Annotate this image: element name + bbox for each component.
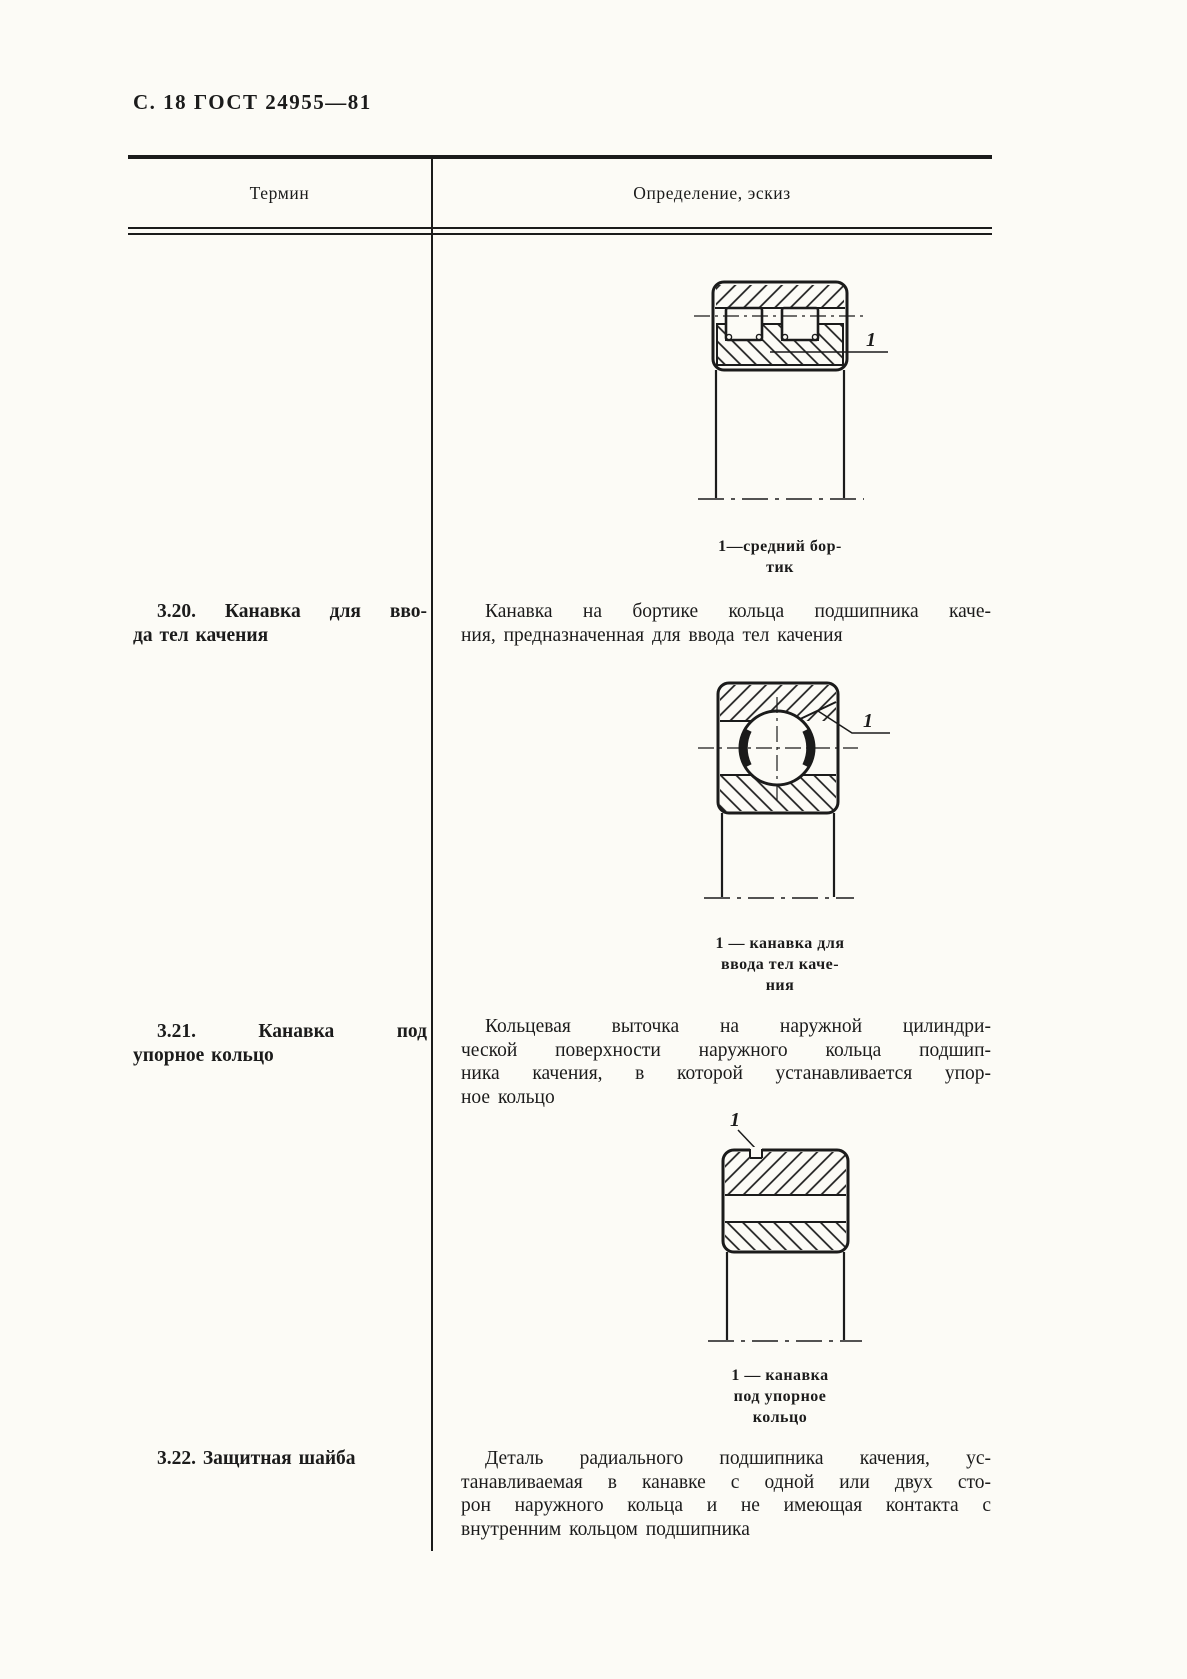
figure3-caption-line: 1 — канавка	[731, 1367, 829, 1384]
definition-3-21-line: Кольцевая выточка на наружной цилиндри-	[485, 1016, 991, 1037]
outer-ring-hatch	[725, 1152, 846, 1195]
term-3-20-line: да тел качения	[133, 625, 269, 646]
figure3-callout: 1	[730, 1109, 740, 1131]
column-header-term: Термин	[249, 183, 310, 203]
definition-3-20-line: ния, предназначенная для ввода тел качен…	[461, 624, 843, 646]
leader-line	[817, 710, 890, 734]
header-separator-line-2	[128, 233, 992, 235]
definition-3-20: Канавка на бортике кольца подшипника кач…	[461, 600, 991, 647]
term-3-21: 3.21. Канавка под упорное кольцо	[133, 1020, 427, 1068]
term-3-20: 3.20. Канавка для вво- да тел качения	[133, 600, 427, 648]
figure1-callout: 1	[866, 329, 876, 351]
ball-bearing-drawing: 1	[698, 681, 890, 899]
definition-3-20-line: Канавка на бортике кольца подшипника кач…	[485, 601, 991, 622]
figure2-caption-line: 1 — канавка для	[715, 935, 845, 952]
definition-3-22-line: внутренним кольцом подшипника	[461, 1518, 750, 1540]
figure-ball-bearing-sketch: 1	[660, 675, 910, 915]
outer-ring-hatch	[716, 285, 844, 308]
table-top-border	[128, 155, 992, 159]
column-divider	[431, 155, 433, 1551]
filling-slot-edge	[795, 701, 837, 722]
definition-3-21-line: ника качения, в которой устанавливается …	[461, 1063, 991, 1084]
term-3-22: 3.22. Защитная шайба	[133, 1447, 427, 1471]
figure2-caption-line: ния	[765, 977, 795, 994]
definition-3-21-line: ное кольцо	[461, 1086, 555, 1108]
race-contact-right	[802, 728, 815, 768]
definition-3-22-line: танавливаемая в канавке с одной или двух…	[461, 1471, 991, 1493]
figure3-caption-line: кольцо	[752, 1409, 808, 1426]
term-3-21-line: упорное кольцо	[133, 1045, 274, 1066]
inner-ring-hatch	[725, 1222, 846, 1250]
term-3-20-line: 3.20. Канавка для вво-	[157, 601, 427, 622]
definition-3-22-line: рон наружного кольца и не имеющая контак…	[461, 1495, 991, 1516]
figure1-caption-line: тик	[766, 559, 794, 576]
header-separator-line-1	[128, 227, 992, 229]
figure1-caption: 1—средний бор- тик	[660, 536, 900, 578]
roller-bearing-drawing: 1	[694, 280, 888, 500]
groove-cutout	[750, 1147, 762, 1158]
leader-line	[737, 1129, 757, 1150]
figure-roller-bearing-sketch: 1	[660, 260, 910, 510]
figure2-callout: 1	[863, 710, 873, 732]
page-header: С. 18 ГОСТ 24955—81	[133, 90, 372, 114]
column-header-definition: Определение, эскиз	[633, 183, 791, 203]
definition-3-22: Деталь радиального подшипника качения, у…	[461, 1447, 991, 1541]
term-3-21-line: 3.21. Канавка под	[157, 1021, 427, 1042]
definition-3-21: Кольцевая выточка на наружной цилиндри- …	[461, 1015, 991, 1109]
definition-3-21-line: ческой поверхности наружного кольца подш…	[461, 1039, 991, 1061]
figure3-caption-line: под упорное	[733, 1388, 827, 1405]
figure2-caption: 1 — канавка для ввода тел каче- ния	[660, 933, 900, 996]
figure1-caption-line: 1—средний бор-	[718, 538, 842, 555]
definition-3-22-line: Деталь радиального подшипника качения, у…	[485, 1448, 991, 1469]
figure-snap-ring-groove-sketch: 1	[660, 1100, 910, 1360]
snap-ring-groove-drawing: 1	[708, 1109, 862, 1342]
term-3-22-line: 3.22. Защитная шайба	[157, 1448, 356, 1469]
race-contact-left	[739, 728, 752, 768]
figure3-caption: 1 — канавка под упорное кольцо	[660, 1365, 900, 1428]
figure2-caption-line: ввода тел каче-	[720, 956, 840, 973]
